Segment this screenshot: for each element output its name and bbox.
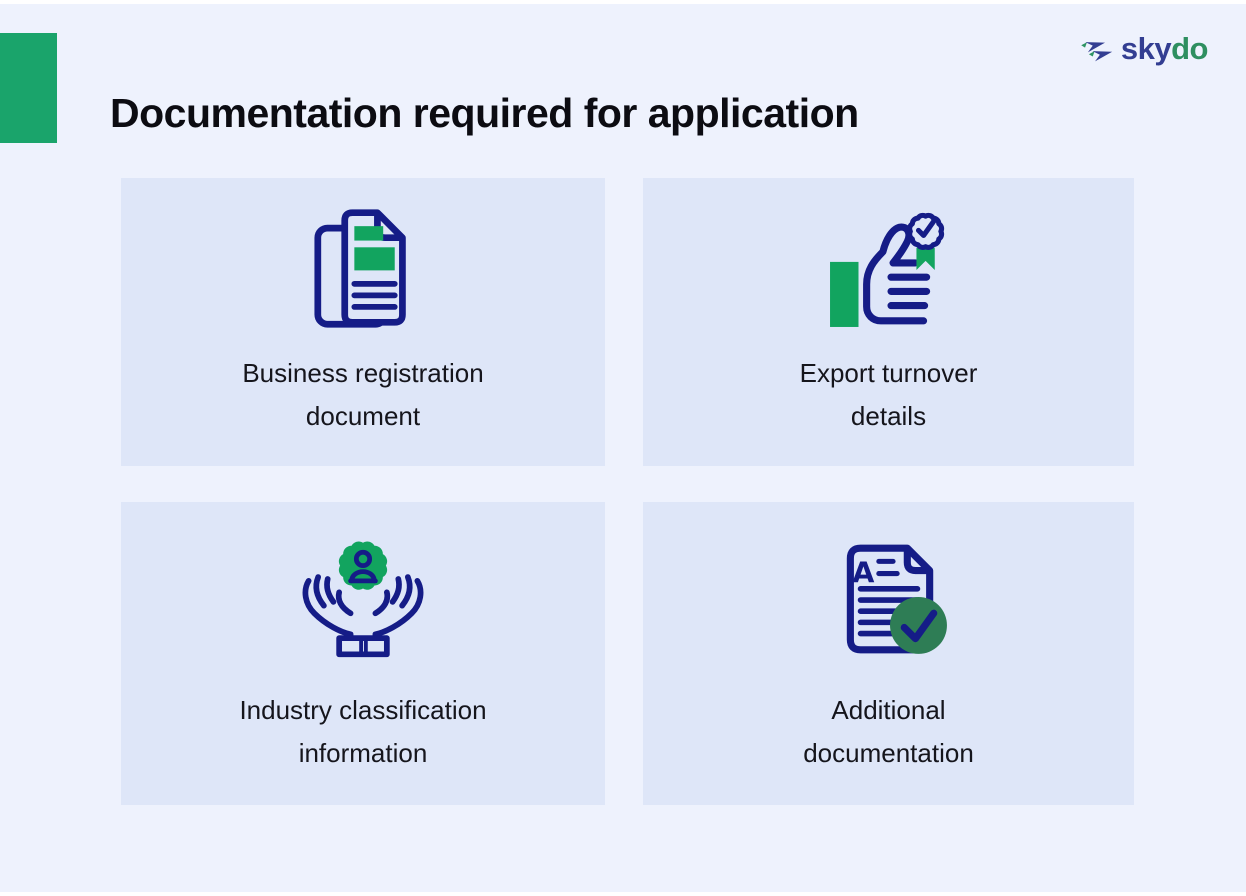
card-additional-documentation: A Additional documentation [643,502,1134,805]
skydo-logo: skydo [1080,30,1208,68]
card-label: Additional documentation [803,695,974,768]
accent-block [0,33,57,143]
card-grid: Business registration document Export tu… [121,178,1134,805]
thumbs-up-badge-icon [828,205,950,330]
card-label: Industry classification information [239,695,487,768]
frame-bottom [0,892,1246,896]
skydo-logo-text: skydo [1120,31,1209,67]
documents-icon [310,205,416,330]
page-title: Documentation required for application [110,90,859,137]
document-check-icon: A [828,536,950,661]
logo-text-sky: sky [1120,31,1172,66]
hands-person-seal-icon [301,536,425,661]
skydo-logo-icon [1081,42,1113,62]
card-label: Export turnover details [799,358,978,431]
card-export-turnover: Export turnover details [643,178,1134,466]
card-label: Business registration document [242,358,484,431]
logo-text-do: do [1171,31,1208,66]
svg-text:A: A [852,556,874,589]
card-business-registration: Business registration document [121,178,605,466]
card-industry-classification: Industry classification information [121,502,605,805]
frame-top [0,0,1246,4]
